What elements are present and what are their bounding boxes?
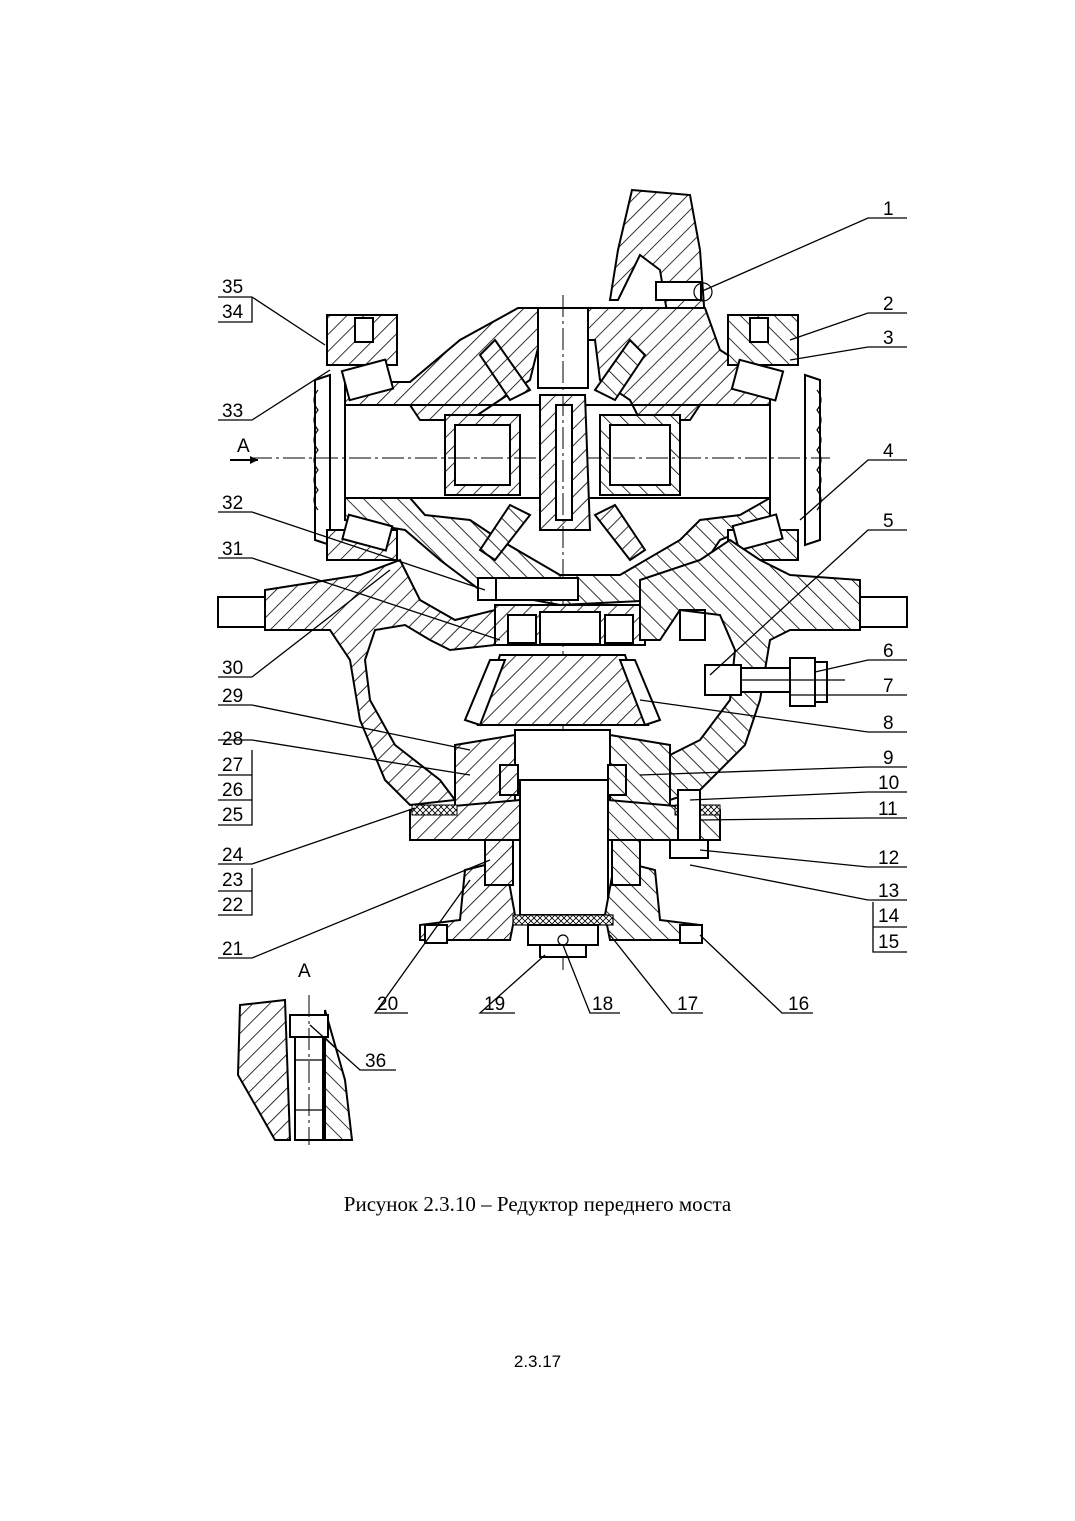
callout-13: 13: [878, 881, 899, 902]
callout-22: 22: [222, 895, 243, 916]
pinion-shaft: [409, 729, 721, 916]
callout-32: 32: [222, 493, 243, 514]
callout-7: 7: [883, 676, 894, 697]
callout-10: 10: [878, 773, 899, 794]
callout-5: 5: [883, 511, 894, 532]
callout-29: 29: [222, 686, 243, 707]
callout-30: 30: [222, 658, 243, 679]
callout-14: 14: [878, 906, 900, 927]
callout-18: 18: [592, 994, 613, 1015]
callout-8: 8: [883, 713, 894, 734]
callout-28: 28: [222, 729, 243, 750]
spider-pin: [478, 295, 647, 970]
right-hub: [727, 314, 822, 561]
callout-25: 25: [222, 805, 243, 826]
callout-11: 11: [878, 799, 898, 820]
callout-24: 24: [222, 845, 244, 866]
page-number: 2.3.17: [513, 1352, 562, 1371]
callout-1: 1: [883, 199, 894, 220]
callout-6: 6: [883, 641, 894, 662]
detail-view-a: [236, 995, 354, 1145]
callout-21: 21: [222, 939, 243, 960]
callout-26: 26: [222, 780, 243, 801]
adjust-bolt: [704, 657, 845, 707]
callout-numbers: 1 2 3 4 5 6 7 8 9 10 11 12 13 14 15 16 1…: [222, 199, 900, 1072]
callout-20: 20: [377, 994, 398, 1015]
callout-16: 16: [788, 994, 809, 1015]
callout-23: 23: [222, 870, 243, 891]
detail-label-a: А: [298, 961, 311, 982]
callout-33: 33: [222, 401, 243, 422]
callout-31: 31: [222, 539, 243, 560]
view-arrow-a: А: [230, 436, 258, 464]
leader-lines: [218, 217, 907, 1071]
callout-27: 27: [222, 755, 243, 776]
callout-15: 15: [878, 932, 899, 953]
callout-4: 4: [883, 441, 894, 462]
upper-bracket: [608, 188, 713, 322]
callout-3: 3: [883, 328, 894, 349]
ring-bolt: [477, 577, 646, 646]
callout-17: 17: [677, 994, 698, 1015]
callout-35: 35: [222, 277, 243, 298]
label-boxes: [218, 297, 907, 953]
view-label-a: А: [237, 436, 250, 457]
figure-caption: Рисунок 2.3.10 – Редуктор переднего мост…: [343, 1192, 732, 1216]
drive-pinion: [463, 654, 662, 727]
callout-2: 2: [883, 294, 894, 315]
left-hub: [313, 314, 398, 561]
callout-34: 34: [222, 302, 244, 323]
callout-9: 9: [883, 748, 894, 769]
callout-36: 36: [365, 1051, 386, 1072]
output-flange: [419, 839, 703, 958]
callout-12: 12: [878, 848, 899, 869]
callout-19: 19: [484, 994, 505, 1015]
